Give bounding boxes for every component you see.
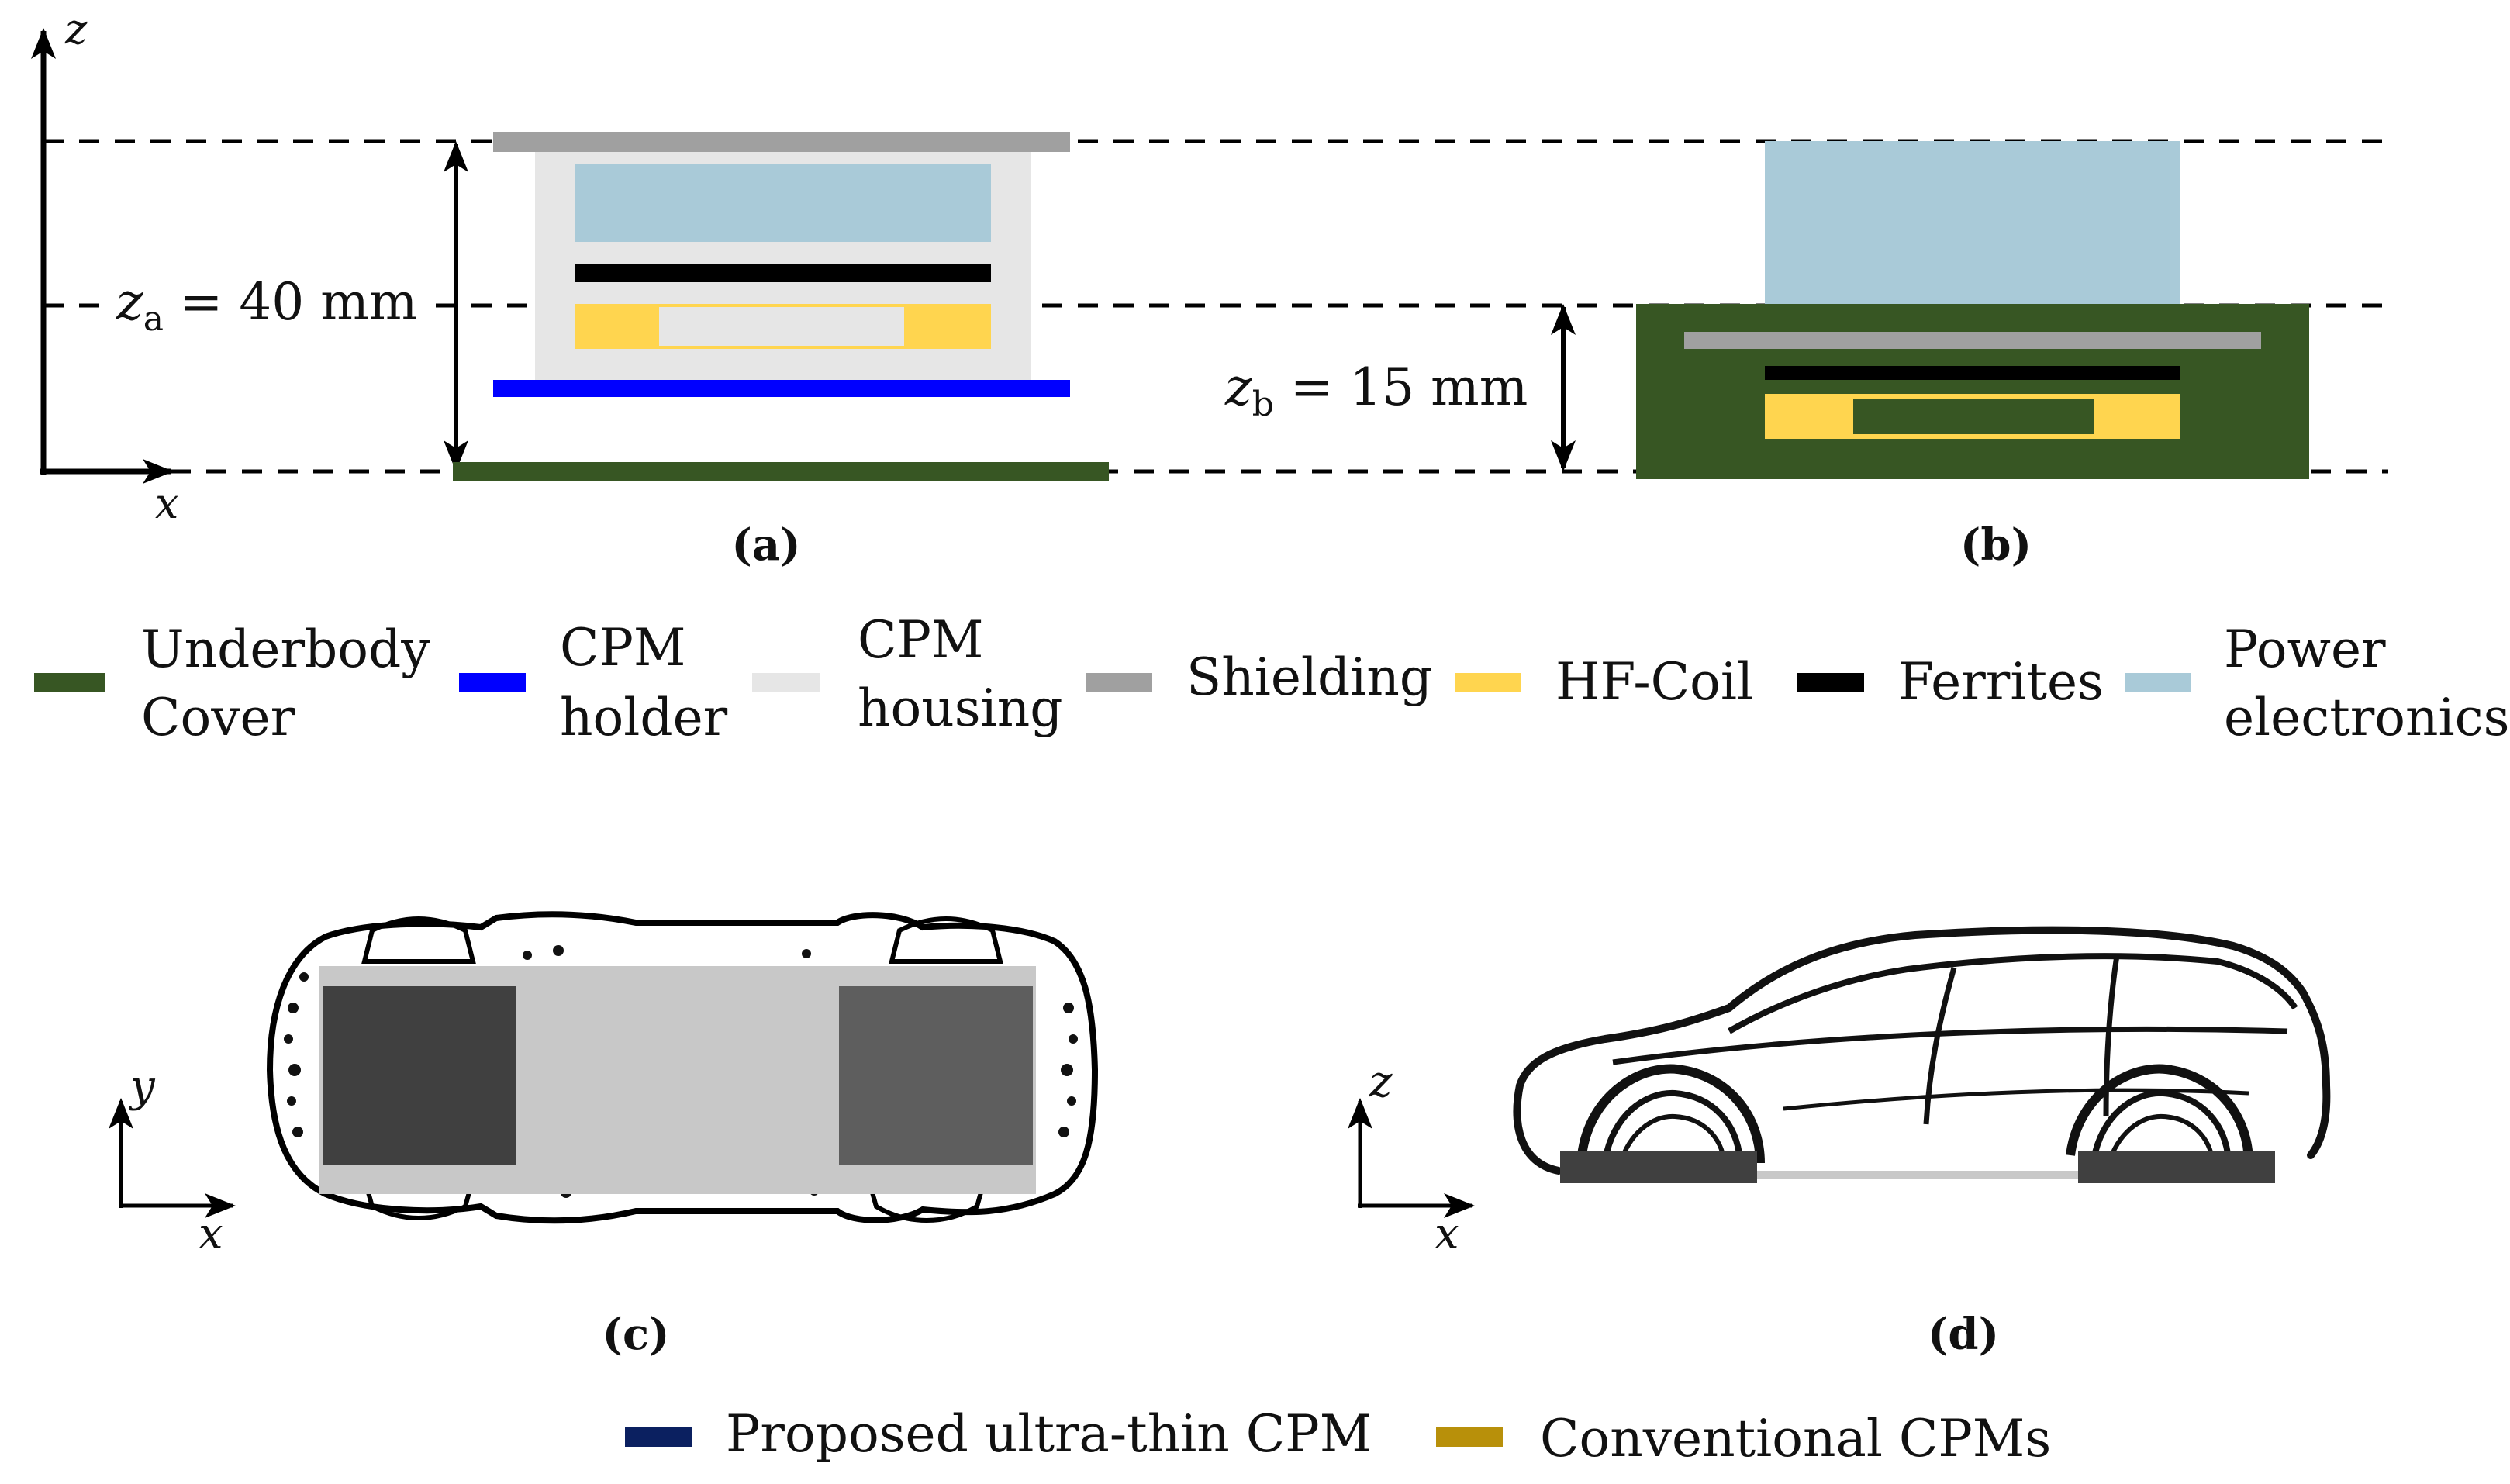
- legend-swatch-power-electronics: [2125, 673, 2191, 692]
- za-label: za = 40 mm: [116, 272, 417, 339]
- door-line-rear: [2103, 954, 2120, 1117]
- legend-swatch-cpm-housing: [752, 673, 820, 692]
- c-axis-y-label: y: [128, 1061, 156, 1112]
- legend-swatch-ferrites: [1797, 673, 1864, 692]
- panel-label-b: (b): [1960, 519, 2032, 571]
- ferrites-a: [575, 264, 991, 282]
- legend-swatch-cpm-holder: [459, 673, 526, 692]
- panel-label-d: (d): [1928, 1309, 1999, 1360]
- underbody-cover-b: [1636, 304, 2309, 479]
- legend-label-power-electronics-1: Power: [2224, 619, 2386, 679]
- zb-label: zb = 15 mm: [1224, 357, 1528, 424]
- c-axis-x-label: x: [199, 1209, 223, 1259]
- underbody-cover-a: [453, 462, 1109, 481]
- legend-label-underbody-cover-1: Underbody: [141, 619, 430, 679]
- legend-swatch-hf-coil: [1455, 673, 1521, 692]
- legend-swatch-shielding: [1086, 673, 1152, 692]
- cpm-module-rear-top-view: [839, 986, 1033, 1165]
- legend-item-cpm-holder: CPM holder: [459, 618, 728, 747]
- wheel-front-left-outline: [361, 916, 476, 964]
- x-axis-label: x: [155, 479, 178, 528]
- car-outline-side-view: [1513, 926, 2331, 1175]
- cpm-holder-a: [493, 380, 1070, 397]
- za-value: = 40 mm: [164, 272, 417, 332]
- underbody-area-side-view: [1752, 1171, 2086, 1179]
- ferrites-b: [1765, 366, 2180, 380]
- legend-item-hf-coil: HF-Coil: [1455, 652, 1753, 712]
- d-axis-x-label: x: [1435, 1209, 1459, 1259]
- legend-item-cpm-housing: CPM housing: [752, 610, 1062, 738]
- panel-c-top-view: y x: [109, 911, 1099, 1259]
- belt-line-side-view: [1612, 1026, 2288, 1065]
- legend-label-conventional-cpms: Conventional CPMs: [1540, 1409, 2051, 1468]
- legend-label-underbody-cover-2: Cover: [141, 688, 295, 747]
- wheel-rear-left-outline: [889, 916, 1003, 964]
- shielding-b: [1684, 332, 2261, 349]
- legend-bottom: Proposed ultra-thin CPM Conventional CPM…: [625, 1404, 2051, 1468]
- zb-dimension: zb = 15 mm: [1224, 304, 1576, 471]
- legend-label-ferrites: Ferrites: [1898, 652, 2104, 712]
- top-axes: z x: [31, 5, 178, 528]
- legend-swatch-conventional-cpms: [1436, 1427, 1503, 1447]
- zb-symbol: z: [1224, 357, 1253, 417]
- legend-swatch-underbody-cover: [34, 673, 105, 692]
- za-symbol: z: [116, 272, 144, 332]
- legend-label-shielding: Shielding: [1186, 647, 1432, 707]
- hf-coil-b-inner: [1853, 399, 2094, 434]
- legend-label-cpm-holder-1: CPM: [560, 618, 686, 678]
- legend-top: Underbody Cover CPM holder CPM housing S…: [34, 610, 2509, 747]
- panel-b-stack: [1636, 141, 2309, 479]
- legend-swatch-proposed-cpm: [625, 1427, 692, 1447]
- panel-d-side-view: z x: [1348, 926, 2331, 1259]
- panel-label-c: (c): [602, 1309, 669, 1360]
- legend-label-cpm-housing-2: housing: [858, 678, 1062, 738]
- window-line-side-view: [1728, 953, 2298, 1034]
- zb-subscript: b: [1252, 385, 1274, 424]
- z-axis-label: z: [64, 5, 88, 53]
- zb-value: = 15 mm: [1274, 357, 1528, 417]
- legend-item-shielding: Shielding: [1086, 647, 1432, 707]
- wheel-rear-right-outline: [865, 1176, 988, 1223]
- wheel-front-right-outline: [361, 1176, 476, 1220]
- za-label-background: [109, 271, 434, 341]
- power-electronics-b: [1765, 141, 2180, 305]
- legend-item-proposed-cpm: Proposed ultra-thin CPM: [625, 1404, 1372, 1464]
- legend-label-cpm-holder-2: holder: [560, 688, 728, 747]
- legend-label-power-electronics-2: electronics: [2224, 688, 2509, 747]
- za-subscript: a: [143, 299, 164, 339]
- wheel-front-side-view: [1577, 1064, 1765, 1164]
- legend-item-power-electronics: Power electronics: [2125, 619, 2509, 747]
- body-crease-side-view: [1783, 1088, 2249, 1111]
- za-dimension: za = 40 mm: [109, 141, 468, 471]
- cpm-module-rear-side-view: [2078, 1151, 2275, 1183]
- shielding-a: [493, 132, 1070, 152]
- legend-item-ferrites: Ferrites: [1797, 652, 2104, 712]
- cpm-module-front-top-view: [323, 986, 516, 1165]
- d-axis-z-label: z: [1369, 1057, 1393, 1107]
- wheel-rear-side-view: [2066, 1064, 2253, 1164]
- legend-label-cpm-housing-1: CPM: [858, 610, 984, 670]
- power-electronics-a: [575, 164, 991, 242]
- legend-item-conventional-cpms: Conventional CPMs: [1436, 1409, 2051, 1468]
- legend-label-hf-coil: HF-Coil: [1555, 652, 1753, 712]
- door-line-front: [1923, 967, 1957, 1125]
- panel-a-stack: [453, 132, 1109, 481]
- panel-label-a: (a): [731, 519, 800, 571]
- legend-item-underbody-cover: Underbody Cover: [34, 619, 430, 747]
- cpm-module-front-side-view: [1560, 1151, 1757, 1183]
- hf-coil-a-inner: [659, 307, 904, 346]
- legend-label-proposed-cpm: Proposed ultra-thin CPM: [726, 1404, 1372, 1464]
